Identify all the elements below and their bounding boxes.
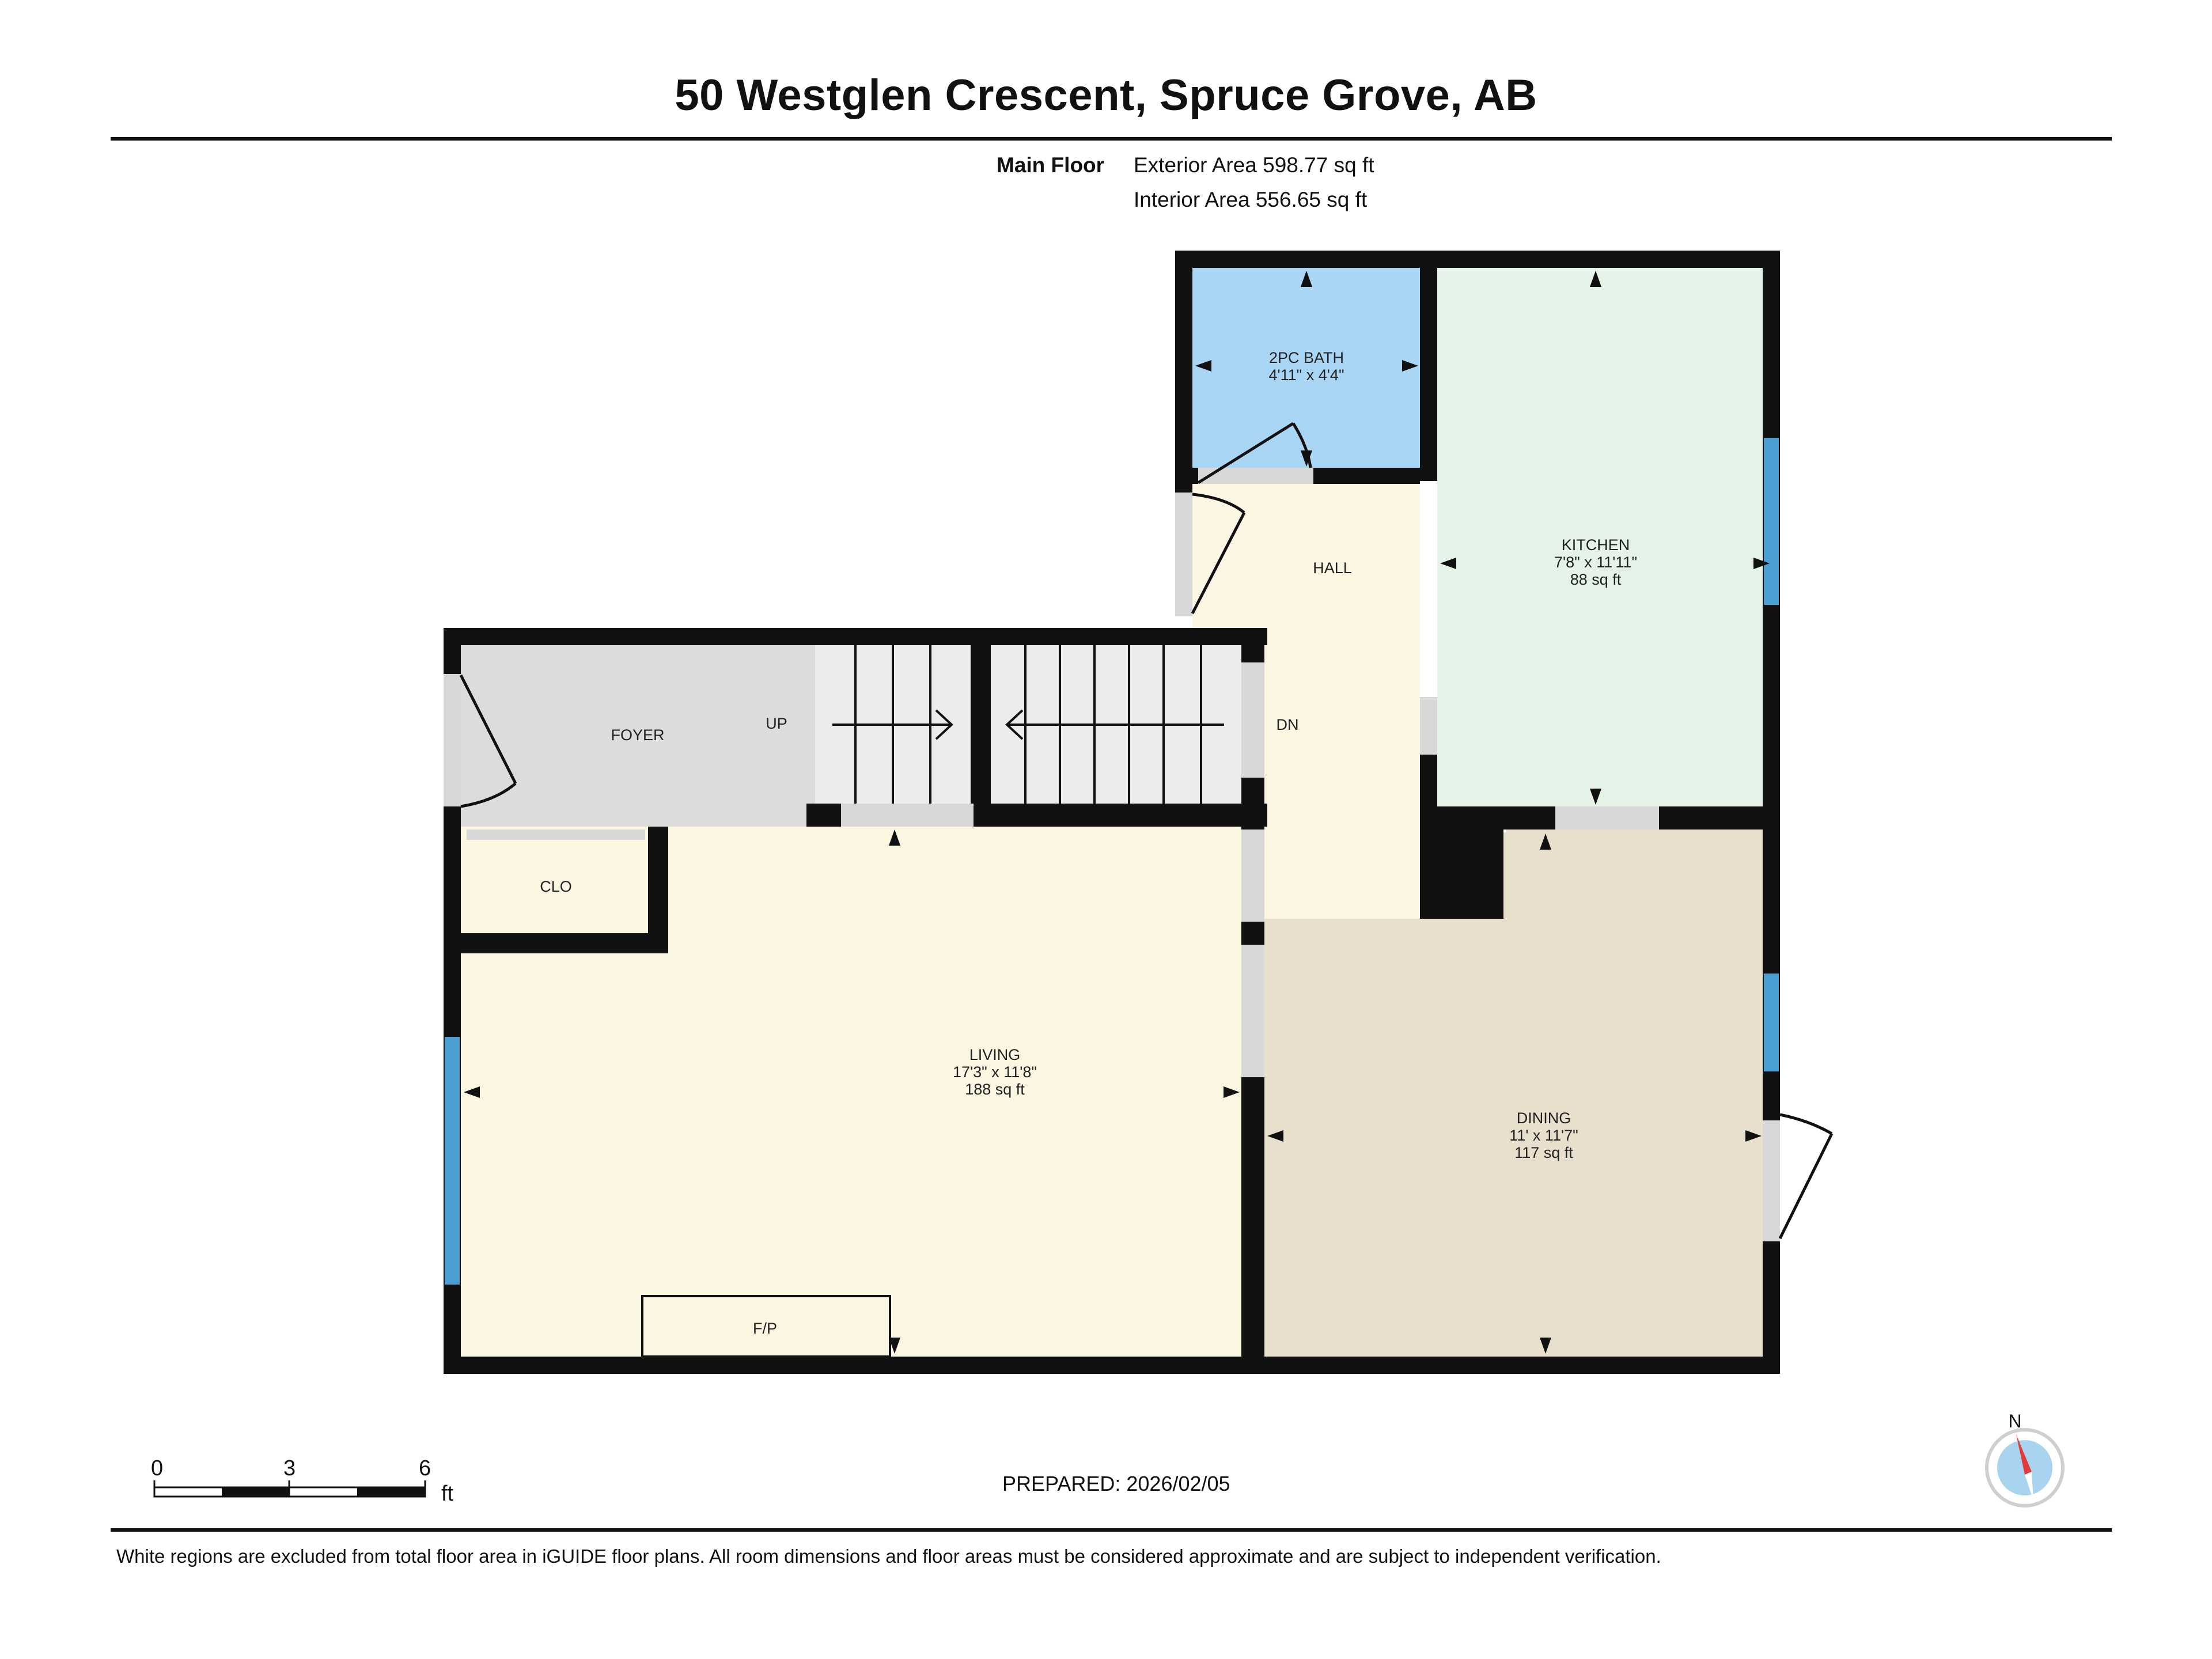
- scale-tick-3: 3: [283, 1456, 296, 1480]
- scale-unit: ft: [441, 1482, 454, 1506]
- kitchen-name: KITCHEN: [1562, 536, 1630, 554]
- title-rule: [111, 137, 2112, 141]
- bath-dims: 4'11" x 4'4": [1268, 366, 1344, 384]
- dining-area: 117 sq ft: [1514, 1144, 1573, 1161]
- bath-name: 2PC BATH: [1269, 349, 1344, 366]
- kitchen-room: [1437, 268, 1771, 806]
- compass-icon: [1985, 1428, 2065, 1508]
- scale-bar: [153, 1480, 426, 1498]
- compass-north-label: N: [2008, 1411, 2021, 1431]
- door-swings: [459, 422, 1834, 1240]
- living-room: [461, 827, 1241, 1357]
- hall-extension: [1264, 830, 1429, 919]
- living-name: LIVING: [969, 1046, 1021, 1063]
- foyer-name: FOYER: [611, 726, 664, 744]
- disclaimer: White regions are excluded from total fl…: [116, 1546, 1661, 1567]
- stair-down-label: DN: [1277, 716, 1299, 733]
- dining-name: DINING: [1517, 1109, 1571, 1127]
- stair-arrows: [832, 709, 1224, 740]
- living-area: 188 sq ft: [965, 1081, 1025, 1098]
- bath-room: [1192, 268, 1420, 468]
- page-title: 50 Westglen Crescent, Spruce Grove, AB: [675, 71, 1537, 120]
- area-summary: Main Floor Exterior Area 598.77 sq ft In…: [0, 151, 2212, 220]
- kitchen-dims: 7'8" x 11'11": [1554, 554, 1637, 571]
- windows: [445, 438, 1779, 1285]
- dining-top: [1506, 830, 1771, 922]
- scale-tick-6: 6: [419, 1456, 431, 1480]
- stair-up-label: UP: [766, 715, 787, 732]
- fireplace-label: F/P: [753, 1320, 777, 1337]
- living-dims: 17'3" x 11'8": [953, 1063, 1037, 1081]
- closet-name: CLO: [540, 878, 572, 895]
- prepared-date: PREPARED: 2026/02/05: [1002, 1472, 1230, 1495]
- door-openings: [444, 468, 1780, 1241]
- dining-dims: 11' x 11'7": [1509, 1127, 1578, 1144]
- scale-tick-0: 0: [151, 1456, 164, 1480]
- dimension-arrows: [464, 271, 1770, 1354]
- interior-area: Interior Area 556.65 sq ft: [1134, 188, 1368, 211]
- hall-name: HALL: [1313, 559, 1352, 577]
- footer-rule: [111, 1528, 2112, 1532]
- fireplace-box: [641, 1295, 891, 1358]
- kitchen-area: 88 sq ft: [1570, 571, 1622, 588]
- floor-label: Main Floor: [997, 153, 1105, 177]
- foyer-room: [461, 645, 815, 827]
- exterior-area: Exterior Area 598.77 sq ft: [1134, 153, 1374, 177]
